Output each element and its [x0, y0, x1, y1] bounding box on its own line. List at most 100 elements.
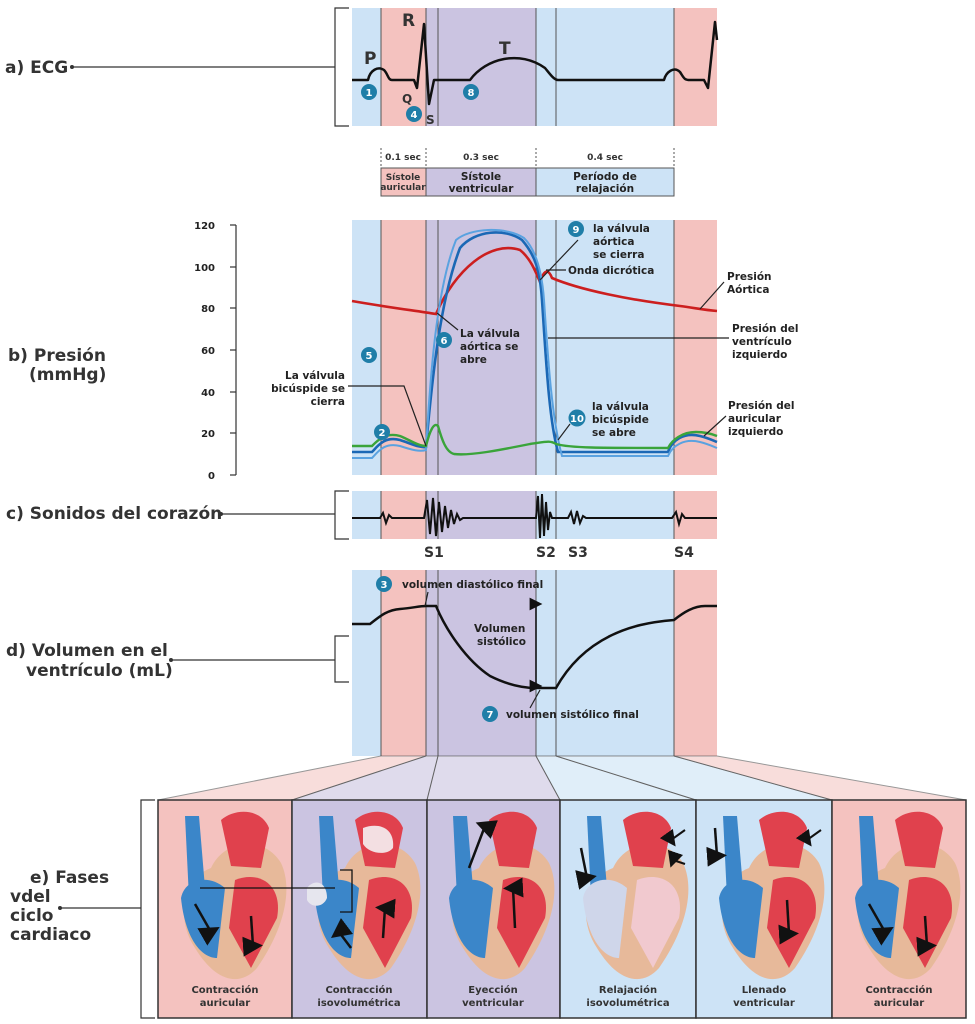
ecg-s-label: S: [426, 113, 435, 127]
phase-bar-vent-a: Sístole: [461, 171, 501, 183]
svg-text:6: 6: [441, 336, 448, 347]
bic-close-line2: bicúspide se: [271, 383, 345, 395]
phase-captions: Contracción auricular Contracción isovol…: [191, 984, 932, 1009]
la-pressure-line3: izquierdo: [728, 426, 783, 438]
ecg-r-label: R: [402, 11, 415, 31]
ecg-panel: P R Q S T: [334, 7, 719, 127]
ecg-trace: [352, 20, 719, 106]
phases-title-2: vdel: [10, 887, 51, 907]
pressure-tick-20: 20: [201, 429, 215, 440]
svg-text:10: 10: [570, 414, 584, 425]
pressure-unit: (mmHg): [29, 365, 106, 385]
bic-close-line3: cierra: [311, 396, 345, 408]
ao-close-line1: la válvula: [593, 223, 650, 235]
heart-icon: [307, 811, 421, 980]
heart-sound-trace: [352, 493, 717, 539]
aortic-pressure-line2: Aórtica: [727, 284, 769, 296]
lv-pressure-line2: ventrículo: [732, 336, 792, 348]
badge-1: 1: [361, 84, 377, 100]
lv-pressure-curve: [352, 231, 718, 454]
esv-label: volumen sistólico final: [506, 709, 639, 721]
phase-1-line2: auricular: [200, 998, 250, 1009]
stroke-volume-line2: sistólico: [477, 636, 526, 648]
ao-open-line1: La válvula: [460, 328, 520, 340]
lv-pressure-curve-2: [352, 228, 718, 459]
pressure-tick-0: 0: [208, 471, 215, 482]
ecg-band-relax-left: [352, 8, 381, 126]
la-pressure-curve: [352, 423, 718, 456]
phase-bar-atrial-a: Sístole: [386, 173, 421, 183]
phase-4-line2: isovolumétrica: [586, 997, 669, 1009]
phase-5-line1: Llenado: [742, 985, 787, 996]
svg-text:1: 1: [366, 88, 373, 99]
heart-icon: [449, 811, 555, 980]
phase-bar-relax-a: Período de: [573, 171, 637, 183]
ecg-q-label: Q: [402, 92, 412, 106]
phase-5-line2: ventricular: [733, 998, 795, 1009]
badge-10: 10: [568, 409, 586, 427]
svg-text:4: 4: [411, 110, 418, 121]
ecg-p-label: P: [364, 49, 376, 69]
bic-open-line3: se abre: [592, 427, 636, 439]
badge-2: 2: [374, 424, 390, 440]
heart-icon: [855, 811, 961, 980]
phase-bar-atrial-b: auricular: [380, 183, 426, 193]
bic-close-line1: La válvula: [285, 370, 345, 382]
pressure-title: b) Presión: [8, 346, 106, 366]
ao-open-line2: aórtica se: [460, 341, 518, 353]
badge-6: 6: [436, 332, 452, 348]
sounds-title: c) Sonidos del corazón: [6, 504, 222, 524]
badge-5: 5: [361, 347, 377, 363]
heart-sounds-panel: S1 S2 S3 S4: [334, 490, 717, 561]
pressure-tick-120: 120: [194, 221, 215, 232]
heart-icon: [575, 811, 689, 980]
pressure-tick-100: 100: [194, 263, 215, 274]
svg-text:7: 7: [487, 710, 494, 721]
heart-illustrations: [181, 811, 961, 980]
ecg-band-filling: [556, 8, 674, 126]
heart-icon: [706, 811, 825, 980]
phase-connectors: [157, 755, 967, 801]
ecg-band-isorelax: [536, 8, 556, 126]
phase-2-line2: isovolumétrica: [317, 997, 400, 1009]
volume-title-2: ventrículo (mL): [26, 661, 173, 681]
badge-8: 8: [463, 84, 479, 100]
phase-1-line1: Contracción: [191, 984, 258, 996]
phase-4-line1: Relajación: [599, 984, 657, 996]
step-badges: 1 4 8 5 2 6 9 10 3 7: [361, 84, 586, 722]
svg-text:9: 9: [573, 225, 580, 236]
stroke-volume-line1: Volumen: [474, 623, 525, 635]
timing-t3: 0.4 sec: [587, 153, 623, 163]
ecg-title: a) ECG: [5, 58, 68, 78]
pressure-tick-40: 40: [201, 388, 215, 399]
svg-text:8: 8: [468, 88, 475, 99]
volume-panel: volumen diastólico final Volumen sistóli…: [334, 570, 717, 756]
aortic-pressure-line1: Presión: [727, 271, 772, 283]
ecg-band-ejection: [438, 8, 536, 126]
edv-label: volumen diastólico final: [402, 579, 543, 591]
pressure-tick-80: 80: [201, 304, 215, 315]
pressure-tick-60: 60: [201, 346, 215, 357]
badge-9: 9: [568, 221, 584, 237]
heart-icon: [181, 811, 287, 980]
ventricular-volume-curve: [352, 604, 717, 690]
bic-open-line2: bicúspide: [592, 414, 649, 426]
pressure-annotations: La válvula bicúspide se cierra La válvul…: [271, 223, 798, 447]
badge-3: 3: [376, 576, 392, 592]
timing-t2: 0.3 sec: [463, 153, 499, 163]
ecg-bracket: [334, 7, 349, 127]
ao-close-line2: aórtica: [593, 236, 634, 248]
ao-open-line3: abre: [460, 354, 487, 366]
la-pressure-line2: auricular: [728, 413, 782, 425]
dicrotic-label: Onda dicrótica: [568, 265, 654, 277]
badge-4: 4: [406, 106, 422, 122]
sound-bracket: [334, 490, 349, 540]
phase-3-line1: Eyección: [468, 984, 517, 996]
phase-bar-relax-b: relajación: [576, 183, 634, 195]
svg-text:3: 3: [381, 580, 388, 591]
sound-s4: S4: [674, 545, 694, 561]
bic-open-line1: la válvula: [592, 401, 649, 413]
phases-title-4: cardiaco: [10, 925, 91, 945]
svg-text:2: 2: [379, 428, 386, 439]
